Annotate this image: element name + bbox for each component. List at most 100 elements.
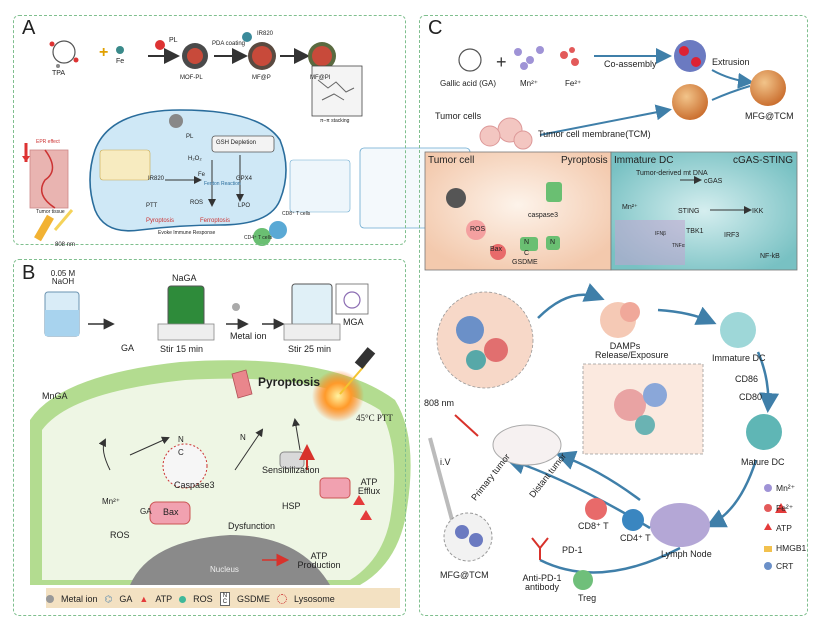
b-mga: MGA (343, 317, 364, 327)
b-synthesis (44, 283, 369, 341)
a-mfp: MF@P (252, 75, 271, 81)
c-mn: Mn²⁺ (520, 79, 538, 88)
b-ga: GA (121, 343, 135, 353)
c-cd4: CD4⁺ T (620, 533, 651, 543)
a-lpo: LPO (238, 203, 251, 209)
legend-metal-ion-icon (46, 595, 54, 603)
a-synthesis: + (49, 32, 363, 117)
panel-c-label: C (428, 17, 443, 39)
legend-lysosome-icon (277, 594, 288, 604)
legend-ros-icon (179, 595, 187, 603)
a-h2o2: H₂O₂ (188, 156, 202, 162)
b-atp-efflux: ATP Efflux (357, 477, 381, 496)
b-n: N (178, 435, 184, 444)
a-pl: PL (169, 37, 178, 44)
c-tumor-cell: Tumor cell (428, 155, 475, 166)
c-tnfa: TNFα (672, 243, 685, 249)
c-gsdme: GSDME (512, 259, 538, 266)
c-n: N (524, 239, 530, 246)
b-ptt: 45°C PTT (356, 413, 393, 423)
c-808: 808 nm (424, 398, 455, 408)
a-pda: PDA coating (212, 41, 246, 47)
legend-metal-ion: Metal ion (61, 594, 98, 604)
panel-b (13, 259, 406, 616)
b-c: C (178, 448, 184, 457)
c-cd80: CD80 (739, 392, 763, 402)
a-cd4: CD4⁺ T cells (244, 235, 273, 241)
c-synthesis: + (458, 40, 786, 150)
c-legend-mn: Mn²⁺ (776, 483, 796, 493)
c-immature-dc2: Immature DC (712, 353, 766, 363)
a-gsh: GSH Depletion (216, 140, 257, 146)
c-sting: STING (678, 208, 700, 215)
c-nfkb: NF-kB (760, 253, 780, 260)
a-ptt: PTT (146, 203, 158, 209)
legend-ga: GA (119, 594, 133, 604)
c-extrusion: Extrusion (712, 57, 750, 67)
b-mn: Mn²⁺ (102, 497, 120, 506)
c-gallic: Gallic acid (GA) (440, 79, 497, 88)
c-tumor-cells: Tumor cells (435, 111, 482, 121)
c-bax: Bax (490, 246, 503, 253)
legend-ros: ROS (193, 594, 213, 604)
b-naga: NaGA (172, 273, 197, 283)
c-legend-atp: ATP (776, 523, 792, 533)
b-caspase: Caspase3 (174, 480, 215, 490)
c-mfg-tcm2: MFG@TCM (440, 570, 489, 580)
c-antipd1: Anti-PD-1 antibody (522, 573, 562, 592)
a-cd8: CD8⁺ T cells (282, 211, 311, 217)
svg-text:+: + (496, 52, 507, 72)
c-mtdna: Tumor-derived mt DNA (636, 170, 708, 177)
a-mof: MOF-PL (180, 75, 203, 81)
b-stir15: Stir 15 min (160, 344, 204, 354)
a-pipi: π–π stacking (320, 118, 350, 124)
a-ros: ROS (190, 200, 204, 206)
c-legend-shapes (764, 484, 772, 570)
a-pl2: PL (186, 134, 194, 140)
a-ir820: IR820 (257, 31, 274, 37)
c-cd8: CD8⁺ T (578, 521, 609, 531)
b-legend: Metal ion ⌬ GA ▲ ATP ROS N C GSDME Lysos… (46, 592, 400, 606)
c-ifnb: IFNβ (655, 231, 666, 237)
c-n2: N (550, 239, 556, 246)
a-pyroptosis: Pyroptosis (146, 218, 175, 224)
c-mn2: Mn²⁺ (622, 204, 638, 211)
panel-b-label: B (22, 262, 36, 284)
legend-nc-n: N (222, 593, 228, 599)
a-epr: EPR effect (36, 139, 60, 145)
c-fe: Fe²⁺ (565, 79, 582, 88)
c-cd86: CD86 (735, 374, 759, 384)
b-n2: N (240, 433, 246, 442)
b-cell (30, 347, 411, 608)
a-gpx4: GPX4 (236, 176, 253, 182)
c-pd1: PD-1 (562, 545, 583, 555)
a-fe2: Fe (198, 172, 206, 178)
c-damps: DAMPs Release/Exposure (595, 341, 669, 360)
legend-atp-icon: ▲ (139, 594, 149, 604)
c-coassembly: Co-assembly (604, 59, 657, 69)
c-tbk1: TBK1 (686, 228, 704, 235)
c-mfg-tcm: MFG@TCM (745, 111, 794, 121)
b-sensibilization: Sensibilization (262, 465, 320, 475)
a-fe: Fe (116, 58, 125, 65)
svg-text:+: + (99, 44, 108, 61)
c-caspase3: caspase3 (528, 212, 558, 219)
c-treg: Treg (578, 593, 597, 603)
panel-a (13, 15, 406, 245)
c-insets (424, 151, 798, 271)
c-pyroptosis: Pyroptosis (561, 155, 608, 166)
b-ga2: GA (140, 507, 152, 516)
c-mature-dc: Mature DC (741, 457, 785, 467)
panel-a-label: A (22, 17, 36, 39)
legend-ga-icon: ⌬ (104, 593, 113, 604)
a-fenton: Fenton Reaction (204, 181, 241, 187)
legend-atp: ATP (155, 594, 173, 604)
a-mfpi: MF@PI (310, 75, 331, 81)
panel-c (419, 15, 808, 616)
a-tumor-tissue: Tumor tissue (36, 209, 65, 215)
a-ferroptosis: Ferroptosis (200, 218, 231, 224)
b-metal: Metal ion (230, 331, 267, 341)
c-lymph: Lymph Node (661, 549, 712, 559)
c-cycle (428, 283, 787, 590)
